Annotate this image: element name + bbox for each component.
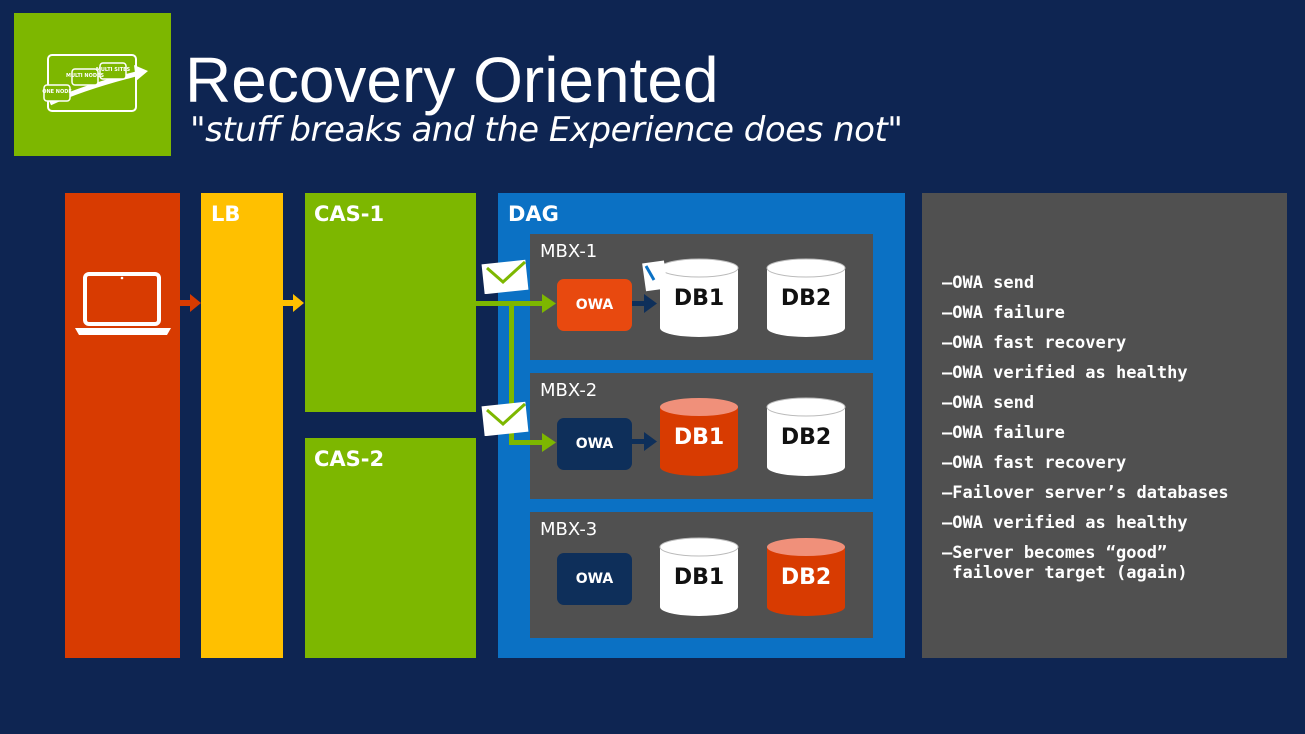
client-column — [65, 193, 180, 658]
status-steps: –OWA send –OWA failure –OWA fast recover… — [942, 273, 1229, 593]
dag-label: DAG — [508, 202, 559, 226]
status-step: –Failover server’s databases — [942, 483, 1229, 503]
database-label: DB1 — [673, 565, 725, 590]
page-title: Recovery Oriented — [185, 44, 719, 116]
status-step: –OWA verified as healthy — [942, 363, 1188, 383]
database-label: DB1 — [673, 425, 725, 450]
cas1-column: CAS-1 — [305, 193, 476, 412]
database-icon: DB2 — [766, 258, 846, 338]
database-label: DB2 — [780, 425, 832, 450]
server-label: MBX-3 — [540, 519, 598, 540]
lb-column: LB — [201, 193, 283, 658]
lb-to-cas-arrow — [283, 294, 304, 312]
laptop-icon — [75, 272, 171, 335]
status-step: –OWA failure — [942, 303, 1065, 323]
status-step: –OWA send — [942, 393, 1035, 413]
deployment-path-icon: ONE NODE MULTI NODES MULTI SITES — [42, 54, 148, 112]
database-icon-failed: DB2 — [766, 537, 846, 617]
status-step: –OWA fast recovery — [942, 333, 1127, 353]
failover-route-arrow — [509, 301, 556, 452]
logo-step-1: ONE NODE — [42, 89, 72, 95]
database-label: DB2 — [780, 565, 832, 590]
cas-to-owa-arrow — [476, 294, 556, 313]
database-label: DB1 — [673, 286, 725, 311]
mail-envelope-icon — [481, 401, 529, 436]
status-step: –OWA verified as healthy — [942, 513, 1188, 533]
status-step: –OWA send — [942, 273, 1035, 293]
lb-label: LB — [211, 202, 241, 226]
owa-badge: OWA — [557, 279, 632, 331]
database-icon-failed: DB1 — [659, 397, 739, 477]
status-panel: –OWA send –OWA failure –OWA fast recover… — [922, 193, 1287, 658]
status-step: –OWA fast recovery — [942, 453, 1127, 473]
logo-tile: ONE NODE MULTI NODES MULTI SITES — [14, 13, 171, 156]
logo-step-3: MULTI SITES — [96, 67, 131, 73]
client-to-lb-arrow — [180, 294, 201, 312]
database-icon: DB1 — [659, 258, 739, 338]
cas2-label: CAS-2 — [314, 447, 385, 471]
status-step: –OWA failure — [942, 423, 1065, 443]
server-label: MBX-1 — [540, 241, 598, 262]
owa-to-db-arrow — [632, 294, 657, 313]
owa-badge: OWA — [557, 553, 632, 605]
mail-envelope-icon — [642, 260, 666, 292]
cas2-column: CAS-2 — [305, 438, 476, 658]
logo-step-2: MULTI NODES — [66, 73, 104, 79]
status-step: –Server becomes “good” failover target (… — [942, 543, 1188, 583]
database-icon: DB2 — [766, 397, 846, 477]
database-label: DB2 — [780, 286, 832, 311]
mail-envelope-icon — [481, 259, 529, 294]
cas1-label: CAS-1 — [314, 202, 385, 226]
page-subtitle: "stuff breaks and the Experience does no… — [190, 110, 903, 150]
server-label: MBX-2 — [540, 380, 598, 401]
connector-arrows — [476, 294, 657, 452]
owa-to-db-arrow — [632, 432, 657, 451]
owa-badge: OWA — [557, 418, 632, 470]
database-icon: DB1 — [659, 537, 739, 617]
